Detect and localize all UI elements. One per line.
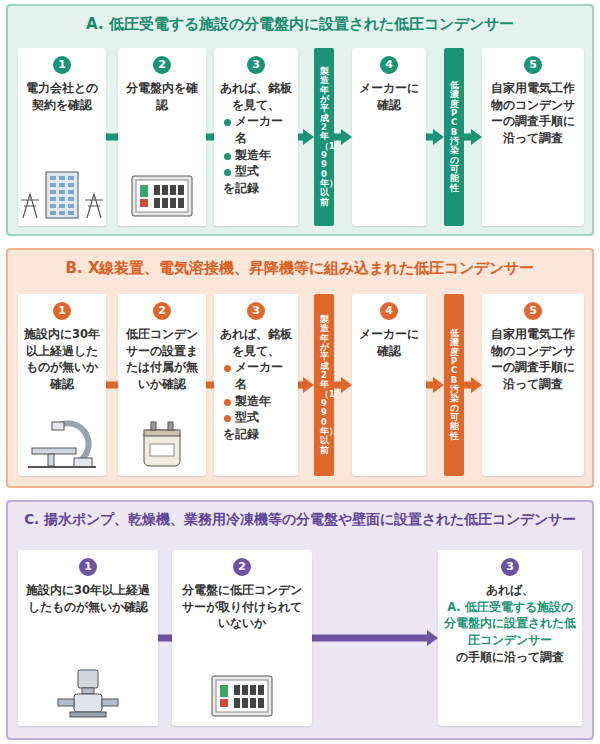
section-title: A. 低圧受電する施設の分電盤内に設置された低圧コンデンサー (8, 15, 592, 34)
section-panel: C. 揚水ポンプ、乾燥機、業務用冷凍機等の分電盤や壁面に設置された低圧コンデンサ… (6, 500, 594, 740)
box-content: 5 自家用電気工作物のコンデンサーの調査手順に沿って調査 (482, 48, 584, 151)
condition-text: 低濃度PCB汚染の可能性 (450, 329, 459, 441)
box-content: 2 低圧コンデンサーの設置または付属が無いか確認 (118, 294, 206, 397)
step-number: 1 (79, 558, 97, 576)
step-box: 5 自家用電気工作物のコンデンサーの調査手順に沿って調査 (482, 294, 584, 476)
step-box: 3 あれば、A. 低圧受電する施設の分電盤内に設置された低圧コンデンサーの手順に沿… (438, 550, 582, 726)
step-text: 施設内に30年以上経過したものが無いか確認 (23, 326, 101, 393)
flow-arrow (334, 134, 341, 141)
flow-arrow (312, 635, 427, 642)
step-number: 5 (524, 302, 542, 320)
panel-icon (118, 168, 206, 220)
step-number: 2 (153, 56, 171, 74)
condition-band: 製造年が平成2年（1990年）以前 (314, 294, 334, 476)
step-box: 3 あれば、銘板を見て、メーカー名製造年型式を記録 (214, 48, 298, 226)
condition-band: 製造年が平成2年（1990年）以前 (314, 48, 334, 226)
panel-icon (172, 668, 312, 720)
section-panel: A. 低圧受電する施設の分電盤内に設置された低圧コンデンサー 1 電力会社との契約を… (6, 4, 594, 236)
step-text: あれば、銘板を見て、 (219, 80, 293, 113)
bullet-item: 製造年 (223, 147, 271, 164)
box-content: 1 電力会社との契約を確認 (18, 48, 106, 117)
step-box: 1 施設内に30年以上経過したものが無いか確認 (18, 294, 106, 476)
step-text: 分電盤内を確認 (123, 80, 201, 113)
step-box: 5 自家用電気工作物のコンデンサーの調査手順に沿って調査 (482, 48, 584, 226)
step-text: を記録 (223, 180, 259, 197)
box-content: 1 施設内に30年以上経過したものが無いか確認 (18, 550, 158, 619)
flow-arrow (298, 382, 303, 389)
link-bar (106, 134, 118, 141)
step-box: 2 分電盤に低圧コンデンサーが取り付けられていないか (172, 550, 312, 726)
step-text: を記録 (223, 426, 259, 443)
bullet-item: 型式 (223, 409, 259, 426)
flow-arrow (298, 134, 303, 141)
box-content: 3 あれば、銘板を見て、メーカー名製造年型式を記録 (214, 48, 298, 201)
box-content: 2 分電盤に低圧コンデンサーが取り付けられていないか (172, 550, 312, 636)
building-icon (18, 168, 106, 220)
section-title: C. 揚水ポンプ、乾燥機、業務用冷凍機等の分電盤や壁面に設置された低圧コンデンサ… (8, 511, 592, 528)
xray-icon (18, 418, 106, 470)
step-text: メーカーに確認 (357, 326, 421, 359)
step-box: 4 メーカーに確認 (352, 48, 426, 226)
step-number: 3 (247, 302, 265, 320)
link-bar (158, 635, 172, 642)
step-number: 3 (247, 56, 265, 74)
step-text: 低圧コンデンサーの設置または付属が無いか確認 (123, 326, 201, 393)
step-text: の手順に沿って調査 (456, 649, 564, 666)
section-panel: B. X線装置、電気溶接機、昇降機等に組み込まれた低圧コンデンサー 1 施設内に30… (6, 248, 594, 488)
step-box: 2 低圧コンデンサーの設置または付属が無いか確認 (118, 294, 206, 476)
step-number: 4 (380, 56, 398, 74)
link-bar (106, 382, 118, 389)
box-content: 4 メーカーに確認 (352, 48, 426, 117)
step-box: 3 あれば、銘板を見て、メーカー名製造年型式を記録 (214, 294, 298, 476)
step-text: 自家用電気工作物のコンデンサーの調査手順に沿って調査 (487, 326, 579, 393)
box-content: 3 あれば、銘板を見て、メーカー名製造年型式を記録 (214, 294, 298, 447)
box-content: 4 メーカーに確認 (352, 294, 426, 363)
step-text: あれば、銘板を見て、 (219, 326, 293, 359)
step-text: 分電盤に低圧コンデンサーが取り付けられていないか (177, 582, 307, 632)
step-number: 2 (233, 558, 251, 576)
step-text: メーカーに確認 (357, 80, 421, 113)
step-text: 電力会社との契約を確認 (23, 80, 101, 113)
pump-icon (18, 668, 158, 720)
flow-arrow (426, 382, 433, 389)
condition-text: 低濃度PCB汚染の可能性 (450, 81, 459, 193)
step-box: 1 施設内に30年以上経過したものが無いか確認 (18, 550, 158, 726)
step-number: 5 (524, 56, 542, 74)
box-content: 3 あれば、A. 低圧受電する施設の分電盤内に設置された低圧コンデンサーの手順に沿… (438, 550, 582, 669)
step-number: 1 (53, 56, 71, 74)
flow-arrow (464, 382, 471, 389)
condition-text: 製造年が平成2年（1990年）以前 (320, 67, 329, 207)
step-number: 4 (380, 302, 398, 320)
step-text: 施設内に30年以上経過したものが無いか確認 (23, 582, 153, 615)
step-number: 1 (53, 302, 71, 320)
step-box: 4 メーカーに確認 (352, 294, 426, 476)
step-text: 自家用電気工作物のコンデンサーの調査手順に沿って調査 (487, 80, 579, 147)
flow-arrow (464, 134, 471, 141)
condition-band: 低濃度PCB汚染の可能性 (444, 294, 464, 476)
step-box: 1 電力会社との契約を確認 (18, 48, 106, 226)
condition-text: 製造年が平成2年（1990年）以前 (320, 315, 329, 455)
box-content: 2 分電盤内を確認 (118, 48, 206, 117)
step-text: あれば、 (486, 582, 534, 599)
step-text: A. 低圧受電する施設の分電盤内に設置された低圧コンデンサー (443, 599, 577, 649)
link-bar (206, 134, 214, 141)
box-content: 5 自家用電気工作物のコンデンサーの調査手順に沿って調査 (482, 294, 584, 397)
bullet-item: メーカー名 (223, 359, 293, 392)
section-title: B. X線装置、電気溶接機、昇降機等に組み込まれた低圧コンデンサー (8, 259, 592, 278)
step-number: 3 (501, 558, 519, 576)
bullet-item: メーカー名 (223, 113, 293, 146)
flow-arrow (334, 382, 341, 389)
step-number: 2 (153, 302, 171, 320)
flow-arrow (426, 134, 433, 141)
cap-icon (118, 418, 206, 470)
link-bar (206, 382, 214, 389)
bullet-item: 型式 (223, 163, 259, 180)
box-content: 1 施設内に30年以上経過したものが無いか確認 (18, 294, 106, 397)
bullet-item: 製造年 (223, 393, 271, 410)
step-box: 2 分電盤内を確認 (118, 48, 206, 226)
condition-band: 低濃度PCB汚染の可能性 (444, 48, 464, 226)
